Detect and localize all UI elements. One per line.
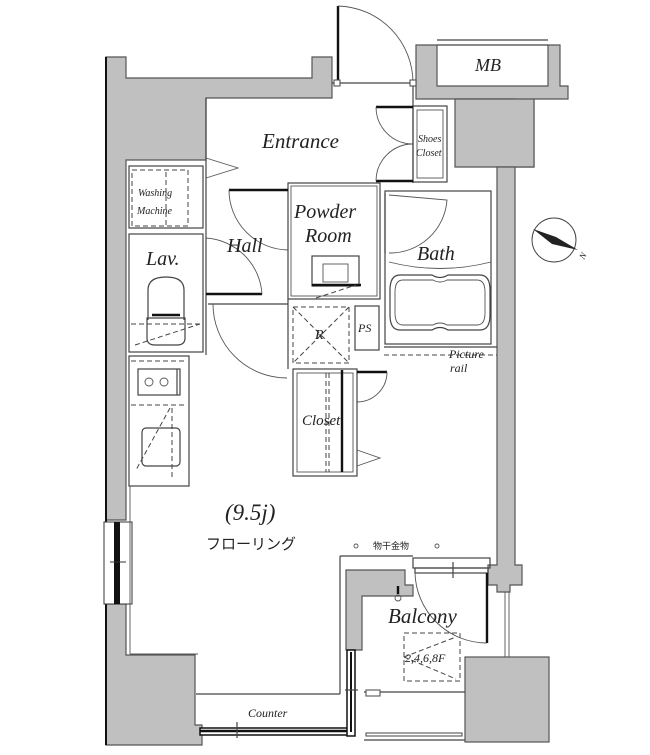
compass-north-label: N xyxy=(577,250,590,262)
label-living-type: フローリング xyxy=(206,535,296,553)
interior-walls xyxy=(128,86,497,695)
label-closet: Closet xyxy=(302,413,341,429)
label-ps: PS xyxy=(357,321,371,335)
bath-door xyxy=(384,193,492,269)
label-washing-machine-2: Machine xyxy=(136,206,173,217)
bathtub xyxy=(389,274,491,331)
wall-bottom-left xyxy=(105,603,203,746)
label-outdoor-unit: 2,4,6,8F xyxy=(405,651,446,665)
toilet xyxy=(131,276,201,346)
label-shoes-closet-2: Closet xyxy=(416,148,442,159)
refrigerator-space xyxy=(292,306,350,364)
label-washing-machine-1: Washing xyxy=(138,188,172,199)
label-hall: Hall xyxy=(226,235,263,257)
label-balcony: Balcony xyxy=(388,604,457,628)
balcony-elements xyxy=(339,543,510,682)
closet-internals xyxy=(325,370,388,472)
label-shoes-closet-1: Shoes xyxy=(418,134,441,145)
wall-shaft xyxy=(454,98,535,168)
compass-icon: N xyxy=(531,217,590,263)
label-mb: MB xyxy=(474,55,501,75)
label-counter: Counter xyxy=(248,706,288,720)
label-living-size: (9.5j) xyxy=(225,500,275,525)
label-picture-rail-1: Picture xyxy=(448,347,485,361)
label-powder-room-2: Room xyxy=(304,225,352,247)
hall-doors xyxy=(205,157,289,379)
label-drying-hardware: 物干金物 xyxy=(373,540,409,552)
powder-room-sink xyxy=(311,255,361,299)
bottom-window xyxy=(199,649,465,741)
label-lav: Lav. xyxy=(145,248,180,270)
wall-top-left xyxy=(105,56,333,521)
label-entrance: Entrance xyxy=(261,129,339,153)
kitchen xyxy=(131,360,187,480)
label-picture-rail-2: rail xyxy=(450,361,468,375)
wall-bottom-right xyxy=(464,656,550,743)
label-powder-room-1: Powder xyxy=(293,201,356,223)
left-window xyxy=(103,521,133,605)
shoes-closet-doors xyxy=(375,105,414,183)
wall-right xyxy=(487,166,523,593)
entrance-door xyxy=(332,5,417,87)
label-refrigerator: R xyxy=(314,328,324,343)
label-bath: Bath xyxy=(417,243,455,265)
washing-machine xyxy=(131,169,189,227)
